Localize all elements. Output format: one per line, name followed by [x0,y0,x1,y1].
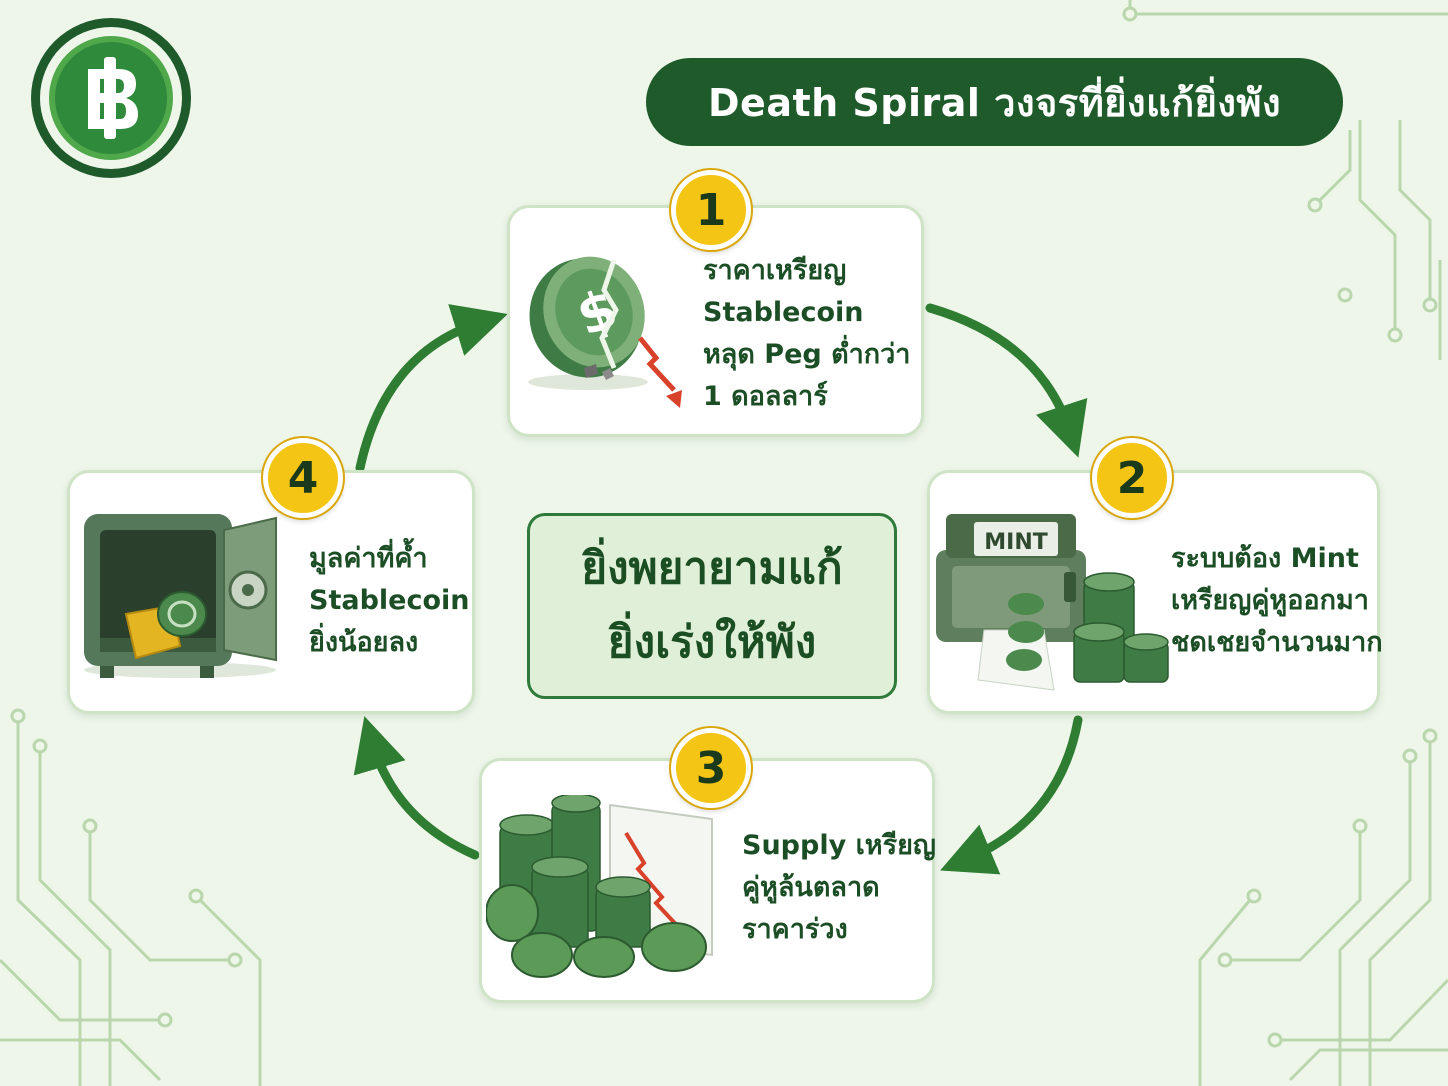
center-message: ยิ่งพยายามแก้ ยิ่งเร่งให้พัง [527,513,897,699]
empty-vault-icon [84,514,277,678]
step-2-badge: 2 [1092,438,1172,518]
circuit-dots-bottom-right [1217,728,1438,1048]
step-2-text: ระบบต้อง Mint เหรียญคู่หูออกมา ชดเชยจำนว… [1171,543,1383,658]
baht-icon [49,36,173,160]
broken-coin-icon: $ [528,256,682,408]
center-line-2: ยิ่งเร่งให้พัง [607,617,817,668]
page-title: Death Spiral วงจรที่ยิ่งแก้ยิ่งพัง [646,58,1343,146]
step-4-text: มูลค่าที่ค้ำ Stablecoin ยิ่งน้อยลง [309,543,470,658]
circuit-lines-bottom-left [0,720,262,1086]
brand-logo [31,18,191,178]
circuit-lines-top-right [1128,0,1448,360]
step-1-badge: 1 [671,170,751,250]
arrow-step4-to-step1 [355,304,508,473]
circuit-dots-bottom-left [10,708,243,1028]
svg-text:MINT: MINT [984,530,1048,555]
step-3-badge: 3 [671,728,751,808]
step-1-text: ราคาเหรียญ Stablecoin หลุด Peg ต่ำกว่า 1… [703,255,911,412]
arrow-step2-to-step3 [940,715,1083,875]
circuit-lines-bottom-right [1198,740,1448,1086]
step-3-text: Supply เหรียญ คู่หูล้นตลาด ราคาร่วง [742,830,936,945]
arrow-step1-to-step2 [925,303,1088,458]
center-line-1: ยิ่งพยายามแก้ [581,543,843,594]
mint-printer-icon: MINT [936,514,1169,691]
step-4-badge: 4 [263,438,343,518]
coin-stacks-icon [486,795,713,978]
circuit-dots-top-right [1122,6,1438,343]
arrow-step3-to-step4 [353,716,480,860]
